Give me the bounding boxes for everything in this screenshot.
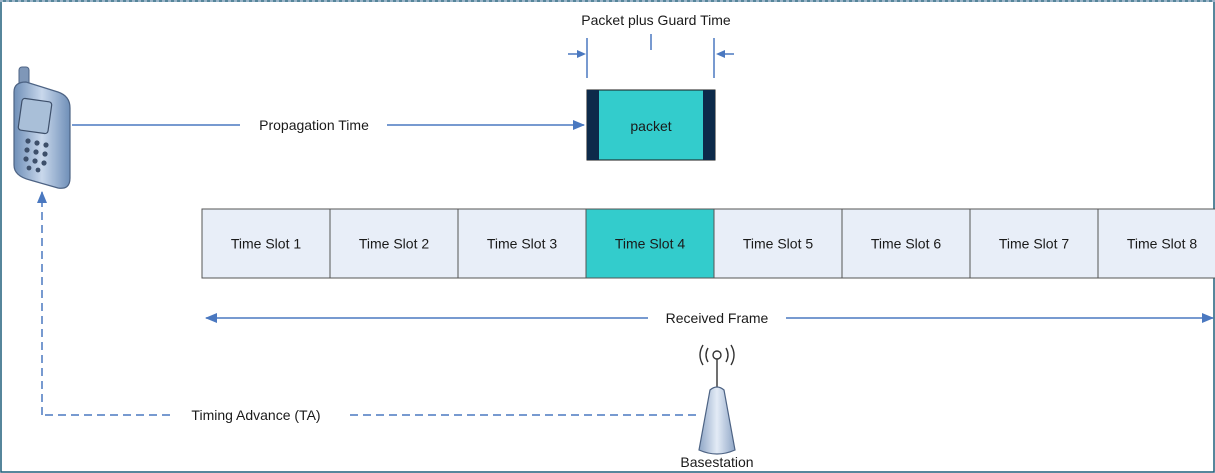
time-slot-4: Time Slot 4	[585, 208, 715, 279]
time-slot-label: Time Slot 8	[1127, 236, 1197, 252]
time-slot-box	[201, 208, 331, 279]
time-slot-8: Time Slot 8	[1097, 208, 1215, 279]
time-slot-label: Time Slot 1	[231, 236, 301, 252]
basestation-icon	[698, 344, 736, 455]
time-slot-label: Time Slot 6	[871, 236, 941, 252]
time-slot-3: Time Slot 3	[457, 208, 587, 279]
time-slot-1: Time Slot 1	[201, 208, 331, 279]
time-slot-box	[969, 208, 1099, 279]
time-slot-label: Time Slot 2	[359, 236, 429, 252]
propagation-time-label: Propagation Time	[259, 117, 369, 133]
time-slot-row: Time Slot 1 Time Slot 2 Time Slot 3 Time Sl…	[201, 208, 1215, 279]
time-slot-box	[585, 208, 715, 279]
time-slot-box	[713, 208, 843, 279]
timing-advance-label: Timing Advance (TA)	[191, 407, 320, 423]
received-frame-label: Received Frame	[666, 310, 769, 326]
guard-time-label: Packet plus Guard Time	[581, 12, 731, 28]
mobile-phone-icon	[13, 66, 71, 189]
time-slot-2: Time Slot 2	[329, 208, 459, 279]
time-slot-label: Time Slot 5	[743, 236, 813, 252]
guard-time-markers	[568, 34, 734, 78]
packet-block	[586, 89, 716, 161]
time-slot-box	[457, 208, 587, 279]
time-slot-7: Time Slot 7	[969, 208, 1099, 279]
timing-advance-arrow	[37, 191, 696, 416]
time-slot-box	[1097, 208, 1215, 279]
basestation-label: Basestation	[680, 454, 753, 470]
time-slot-label: Time Slot 7	[999, 236, 1069, 252]
time-slot-5: Time Slot 5	[713, 208, 843, 279]
time-slot-box	[841, 208, 971, 279]
time-slot-label: Time Slot 4	[615, 236, 685, 252]
time-slot-label: Time Slot 3	[487, 236, 557, 252]
time-slot-6: Time Slot 6	[841, 208, 971, 279]
packet-label: packet	[630, 118, 671, 134]
